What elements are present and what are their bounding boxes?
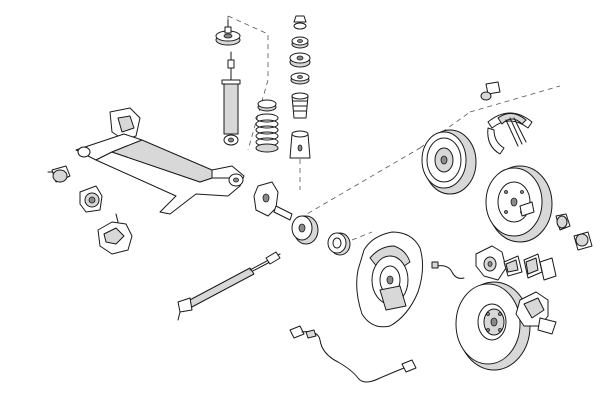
brake-shoes — [480, 81, 533, 155]
wheel-bearing — [291, 215, 351, 256]
shock-absorber — [221, 51, 241, 146]
spring-seat-top — [215, 19, 241, 46]
strut-mount-stack — [289, 15, 311, 85]
brake-backing-plate — [356, 231, 424, 328]
brake-disc — [455, 281, 531, 371]
axle-bushing — [47, 165, 133, 255]
spring-pad — [257, 99, 277, 112]
axle-bushing — [555, 213, 593, 251]
abs-sensor-cable — [289, 325, 417, 383]
rear-axle-beam — [75, 107, 245, 215]
brake-drum — [421, 129, 553, 243]
brake-pads — [503, 253, 557, 281]
brake-cable — [177, 251, 281, 321]
coil-spring — [255, 113, 279, 153]
bump-stop — [289, 92, 311, 159]
brake-line — [431, 261, 465, 279]
brake-caliper — [475, 245, 557, 335]
stub-axle — [253, 181, 293, 221]
